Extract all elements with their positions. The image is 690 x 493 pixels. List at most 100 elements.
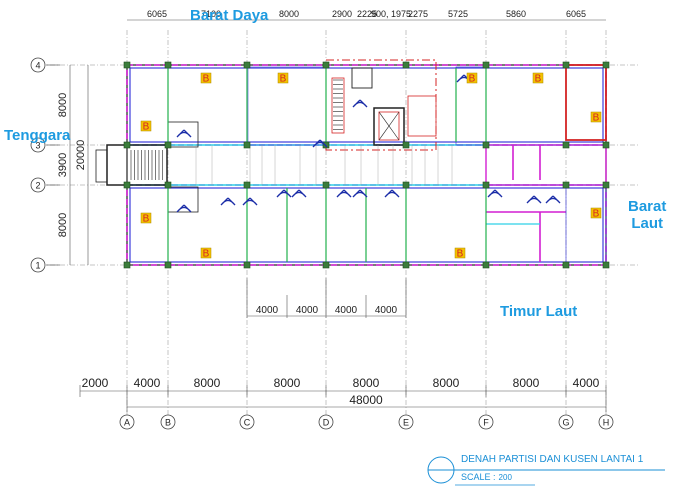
- grid-row-label: 2: [35, 181, 40, 191]
- door-swing: [384, 189, 400, 198]
- door-swing: [336, 189, 352, 198]
- column: [123, 141, 131, 149]
- top-dimension-text: 2225: [357, 9, 377, 19]
- column: [243, 181, 251, 189]
- door-swing: [352, 189, 368, 198]
- column: [164, 181, 172, 189]
- doors: [176, 74, 561, 213]
- top-dimension-text: 5860: [506, 9, 526, 19]
- column: [322, 261, 330, 269]
- column: [602, 141, 610, 149]
- room-badge-letter: B: [469, 74, 476, 85]
- column: [602, 261, 610, 269]
- column: [402, 141, 410, 149]
- top-dimension-text: 7100: [201, 9, 221, 19]
- sub-dimension-text: 4000: [296, 305, 319, 316]
- grid-bubble: [30, 177, 46, 193]
- grid-col-label: C: [244, 418, 251, 428]
- grid-col-label: B: [165, 418, 171, 428]
- title-symbol: [427, 456, 665, 486]
- scale-separator: :: [493, 472, 496, 482]
- grid-bubble: [478, 414, 494, 430]
- grid-col-label: H: [603, 418, 610, 428]
- bottom-dimension-text: 8000: [274, 376, 301, 390]
- door-swing: [176, 204, 192, 213]
- scale-label: SCALE: [461, 472, 491, 482]
- bottom-dimension-text: 2000: [82, 376, 109, 390]
- drawing-scale: SCALE :200: [461, 472, 512, 482]
- column: [243, 141, 251, 149]
- grid-col-label: A: [124, 418, 130, 428]
- top-dimension-text: 6065: [566, 9, 586, 19]
- door-swing: [352, 99, 368, 108]
- column: [164, 61, 172, 69]
- column: [482, 181, 490, 189]
- room-badge-box: [590, 111, 602, 123]
- room-badge-letter: B: [535, 74, 542, 85]
- grid-bubble: [30, 57, 46, 73]
- bottom-dimension-text: 8000: [433, 376, 460, 390]
- bottom-dimension-text: 8000: [513, 376, 540, 390]
- room-badge-box: [454, 247, 466, 259]
- column: [482, 261, 490, 269]
- column: [322, 61, 330, 69]
- column: [602, 181, 610, 189]
- bottom-dimension-text: 4000: [573, 376, 600, 390]
- grid-bubble: [318, 414, 334, 430]
- left-dimension-text: 8000: [57, 93, 69, 117]
- room-badge-box: [200, 247, 212, 259]
- partitions: [167, 68, 487, 262]
- door-swing: [276, 189, 292, 198]
- grid-bubble: [398, 414, 414, 430]
- grid-col-label: F: [483, 418, 489, 428]
- sub-dimension-text: 4000: [256, 305, 279, 316]
- direction-label-right: Barat Laut: [628, 198, 666, 232]
- top-dimension-text: 900, 1975: [371, 9, 411, 19]
- grid-bubble: [30, 137, 46, 153]
- door-swing: [545, 195, 561, 204]
- grid-col-label: D: [323, 418, 330, 428]
- door-swing: [176, 129, 192, 138]
- grid-bubble: [558, 414, 574, 430]
- grid-row-label: 1: [35, 261, 40, 271]
- column: [602, 61, 610, 69]
- door-swing: [242, 197, 258, 206]
- door-swing: [526, 195, 542, 204]
- bottom-dimension-text: 8000: [194, 376, 221, 390]
- left-dimension-text: 8000: [57, 213, 69, 237]
- column: [164, 261, 172, 269]
- direction-label-bottom: Timur Laut: [500, 303, 578, 320]
- column: [562, 261, 570, 269]
- grid-bubble: [160, 414, 176, 430]
- top-dimension-text: 8000: [279, 9, 299, 19]
- column: [482, 141, 490, 149]
- column: [402, 181, 410, 189]
- room-badge-box: [532, 72, 544, 84]
- column: [243, 61, 251, 69]
- room-badge-letter: B: [593, 113, 600, 124]
- grid-row-label: 4: [35, 61, 40, 71]
- grid-bubble: [119, 414, 135, 430]
- room-badge-letter: B: [143, 122, 150, 133]
- stairs: [130, 79, 343, 180]
- column: [164, 141, 172, 149]
- direction-right-line-1: Barat: [628, 198, 667, 215]
- door-swing: [291, 189, 307, 198]
- bottom-dimension-text: 4000: [134, 376, 161, 390]
- left-dimension-text: 20000: [75, 140, 87, 171]
- column: [123, 261, 131, 269]
- building-walls: [95, 59, 607, 266]
- left-dimension-text: 3900: [57, 153, 69, 177]
- bottom-dimension-text: 8000: [353, 376, 380, 390]
- grid-col-label: G: [562, 418, 569, 428]
- door-swing: [487, 189, 503, 198]
- grid-bubble: [30, 257, 46, 273]
- column: [322, 181, 330, 189]
- top-dimension-text: 6065: [147, 9, 167, 19]
- direction-label-left: Tenggara: [4, 127, 71, 144]
- top-dimension-text: 2275: [408, 9, 428, 19]
- direction-right-line-2: Laut: [631, 215, 664, 232]
- top-dimension-text: 2900: [332, 9, 352, 19]
- room-badge-letter: B: [203, 74, 210, 85]
